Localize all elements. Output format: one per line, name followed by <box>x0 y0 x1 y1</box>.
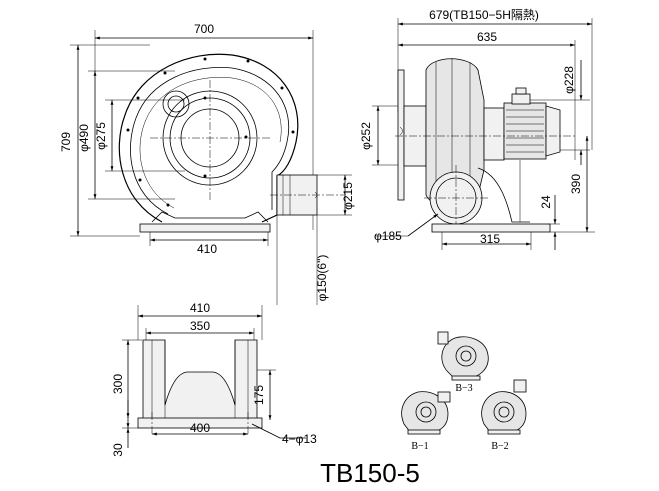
holes-label: 4−φ13 <box>282 432 317 446</box>
side-view: 679(TB150−5H隔熱) 635 φ228 φ252 <box>359 8 595 250</box>
front-view: 700 709 φ490 φ275 <box>59 22 355 305</box>
base-height-label: 300 <box>111 374 125 394</box>
motor-diameter-label: φ228 <box>562 66 576 94</box>
front-height-label: 709 <box>59 132 73 152</box>
side-base-plate <box>431 223 551 233</box>
base-foot-plate <box>137 417 263 429</box>
orientation-b3: B−3 <box>437 331 489 394</box>
orientation-b3-label: B−3 <box>455 383 472 394</box>
side-length-label: 635 <box>477 30 497 44</box>
center-height-label: 390 <box>569 174 583 194</box>
outlet-height-label: φ215 <box>341 182 355 210</box>
base-view: 410 350 300 30 175 400 4−φ13 <box>111 301 317 457</box>
housing-bolts <box>126 57 295 207</box>
volute-housing <box>118 53 299 223</box>
outer-diameter-label: φ490 <box>77 124 91 152</box>
front-width-label: 700 <box>194 22 214 36</box>
orientation-b1-label: B−1 <box>411 441 428 452</box>
motor-fan-cover <box>545 105 561 157</box>
base-stand <box>142 339 258 421</box>
base-inner-width-label: 350 <box>190 319 210 333</box>
foot-span-label: 315 <box>480 232 500 246</box>
inlet-boss <box>162 90 190 118</box>
overall-length-label: 679(TB150−5H隔熱) <box>429 8 539 22</box>
inner-diameter-label: φ275 <box>94 122 108 150</box>
foot-thickness-label: 30 <box>111 443 125 457</box>
base-bottom-width-label: 400 <box>190 421 210 435</box>
front-base-plate <box>139 223 271 233</box>
base-outer-width-label: 410 <box>190 301 210 315</box>
orientation-b1: B−1 <box>401 391 451 452</box>
outlet-size-label: φ150(6") <box>315 255 329 302</box>
foot-height-label: 24 <box>539 195 553 209</box>
base-width-label: 410 <box>197 242 217 256</box>
orientation-b2: B−2 <box>481 379 527 452</box>
model-title: TB150-5 <box>320 458 420 488</box>
inlet-diameter-label: φ252 <box>359 122 373 150</box>
pipe-diameter-label: φ185 <box>374 229 402 243</box>
orientation-b2-label: B−2 <box>491 441 508 452</box>
terminal-box <box>511 93 531 105</box>
leg-height-label: 175 <box>252 385 266 405</box>
outlet-flange <box>276 174 318 216</box>
motor-pedestal <box>477 167 530 223</box>
side-inlet-flange <box>397 69 405 201</box>
motor-adapter <box>483 107 505 161</box>
